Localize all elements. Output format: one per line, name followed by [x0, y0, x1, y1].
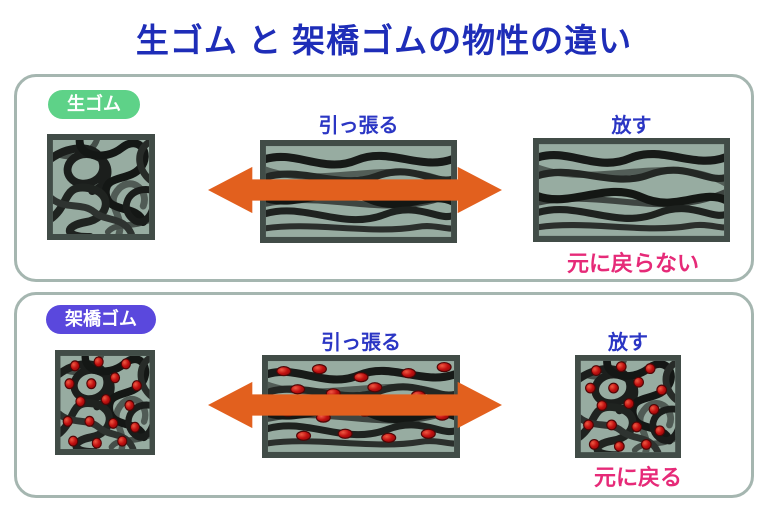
- result-label-return: 元に戻る: [593, 465, 682, 490]
- crosslinked-rubber-badge: 架橋ゴム: [46, 305, 156, 334]
- pull-label: 引っ張る: [318, 115, 399, 137]
- stretch-arrow-icon: [208, 166, 502, 214]
- release-label: 放す: [611, 115, 652, 137]
- page-title: 生ゴム と 架橋ゴムの物性の違い: [135, 22, 633, 59]
- raw-rubber-badge: 生ゴム: [48, 90, 140, 119]
- result-label-not-return: 元に戻らない: [566, 251, 699, 276]
- returned-crosslinked-rubber-figure: [575, 355, 681, 458]
- panel-raw-rubber: 生ゴム 引っ張る 放す 元に戻らない: [14, 74, 754, 282]
- panel-crosslinked-rubber: 架橋ゴム 引っ張る 放す 元に戻る: [14, 292, 754, 498]
- relaxed-crosslinked-rubber-figure: [55, 350, 155, 455]
- stretch-arrow-icon: [208, 381, 502, 429]
- relaxed-raw-rubber-figure: [47, 134, 155, 240]
- pull-label: 引っ張る: [321, 332, 401, 354]
- release-label: 放す: [608, 332, 648, 354]
- released-raw-rubber-figure: [533, 138, 730, 242]
